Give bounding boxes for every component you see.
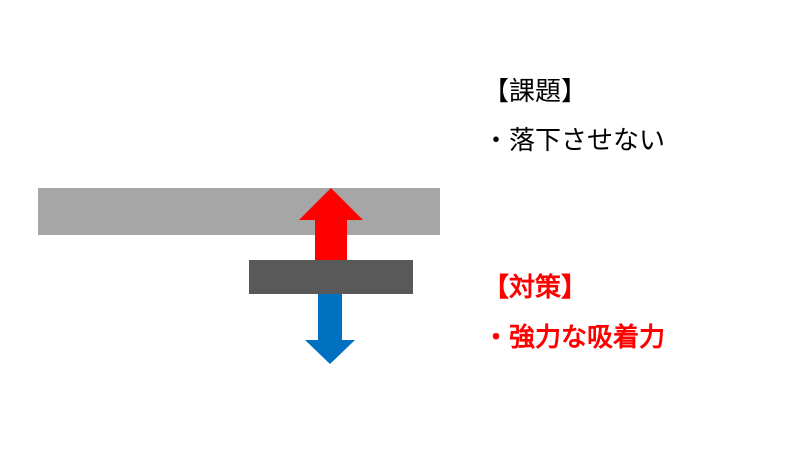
solution-heading: 【対策】 bbox=[483, 273, 588, 303]
arrow-up-shape bbox=[299, 188, 363, 260]
problem-heading: 【課題】 bbox=[483, 77, 588, 107]
lower-plate bbox=[249, 260, 413, 294]
upper-plate bbox=[38, 188, 440, 235]
arrow-down-shape bbox=[305, 294, 355, 364]
solution-item: ・強力な吸着力 bbox=[483, 323, 666, 353]
arrow-down-icon bbox=[305, 294, 355, 364]
problem-item: ・落下させない bbox=[483, 126, 666, 156]
arrow-up-icon bbox=[299, 188, 363, 260]
